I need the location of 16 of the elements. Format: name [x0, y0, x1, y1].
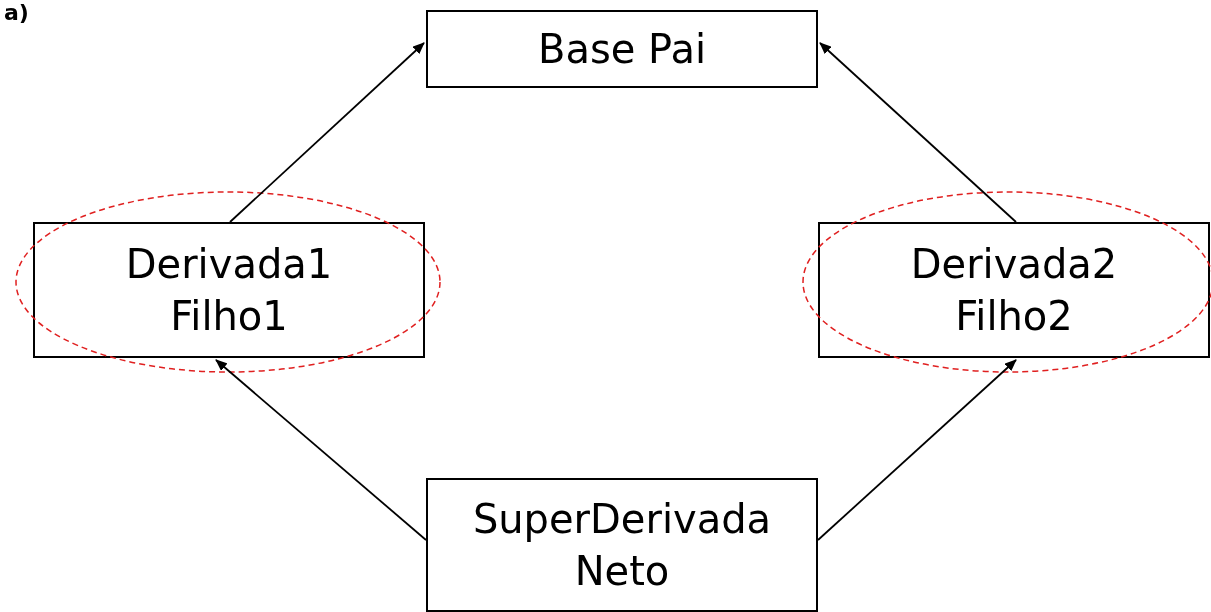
class-name: SuperDerivada: [472, 495, 772, 544]
class-name: Filho2: [955, 292, 1073, 341]
arrow: [215, 359, 427, 541]
class-name: Base Pai: [537, 25, 707, 74]
class-box: [426, 478, 818, 612]
arrow: [819, 42, 1017, 223]
class-name: Derivada1: [125, 240, 333, 289]
class-name: Neto: [574, 547, 670, 596]
class-box: [426, 10, 818, 88]
class-name: Derivada2: [910, 240, 1118, 289]
panel-label: a): [4, 0, 29, 25]
class-name: Filho1: [170, 292, 288, 341]
arrow: [817, 359, 1017, 541]
class-box: [33, 222, 425, 358]
arrow: [229, 42, 425, 223]
class-box: [818, 222, 1210, 358]
